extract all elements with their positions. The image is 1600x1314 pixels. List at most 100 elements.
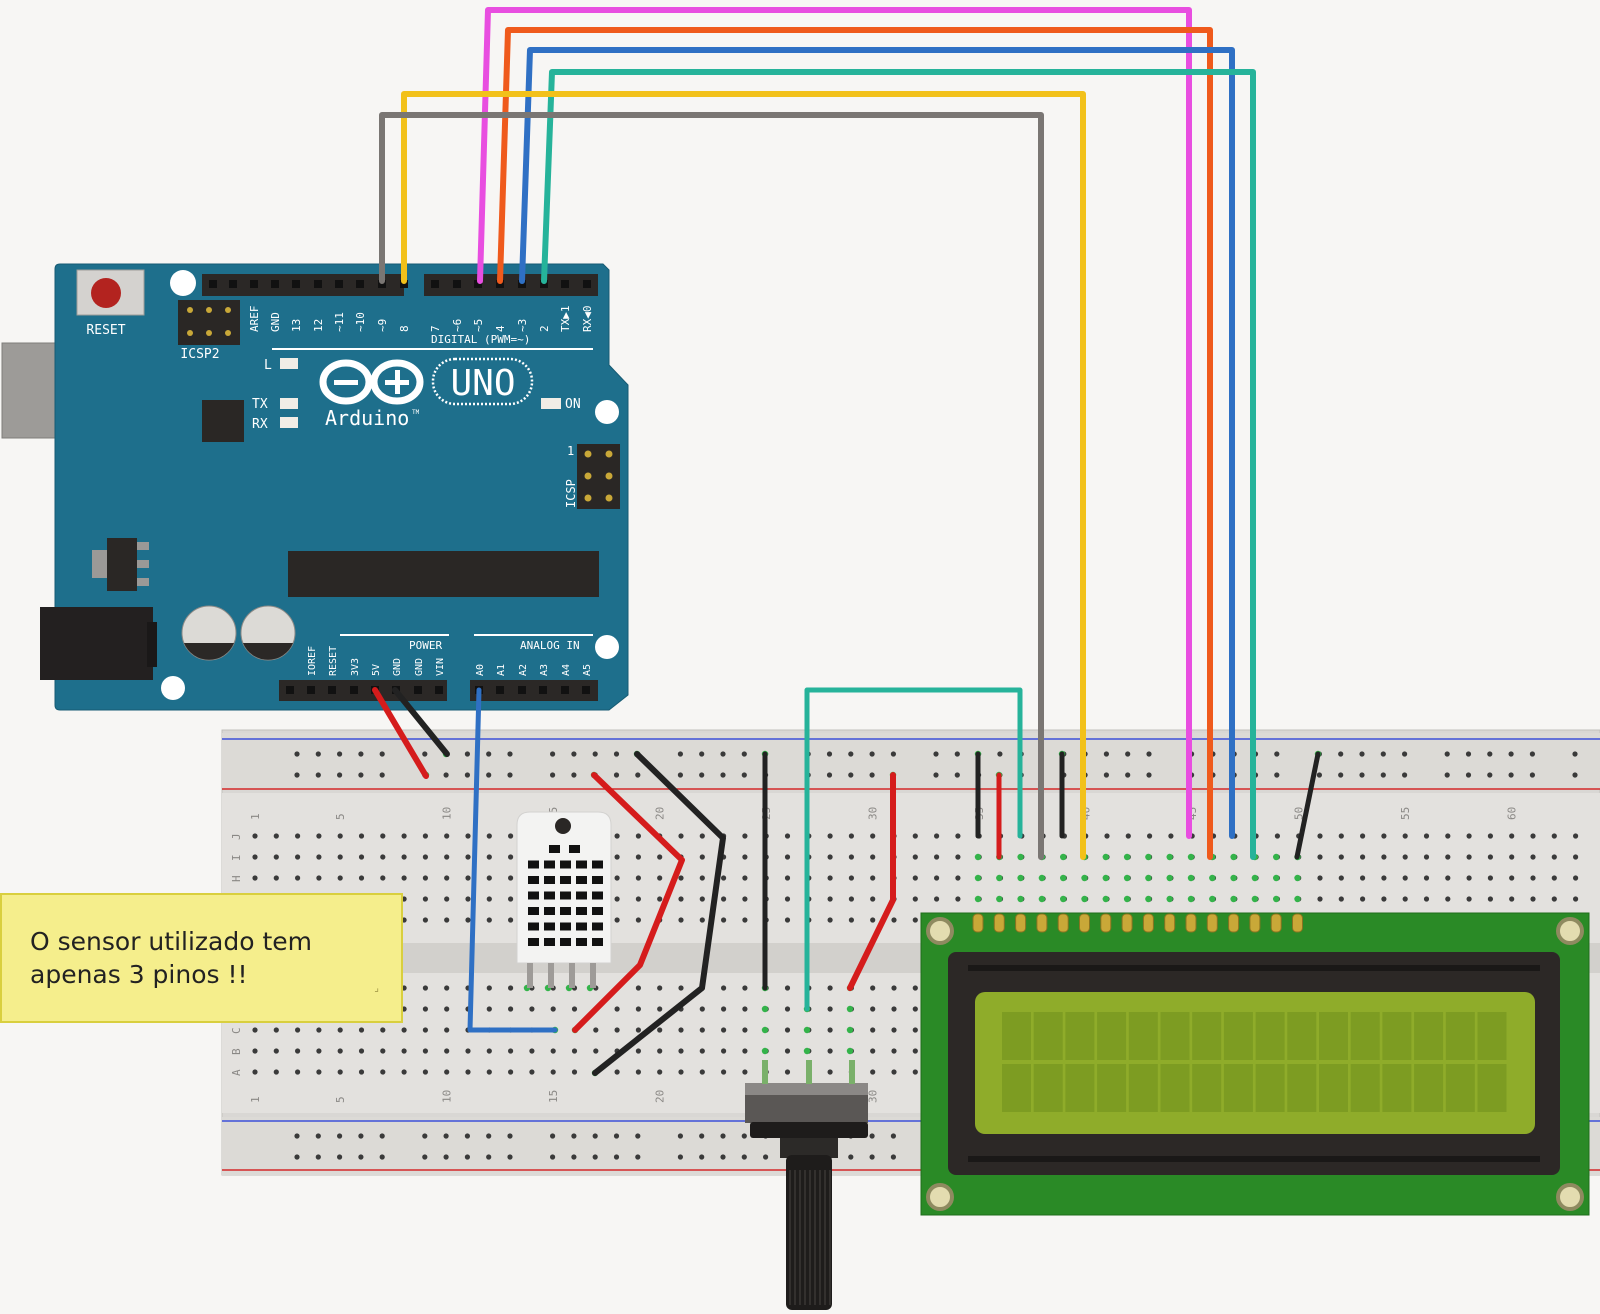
rail-hole [699,772,705,778]
connected-hole [996,895,1003,903]
rail-hole [486,751,492,757]
breadboard-hole [529,1048,535,1054]
lcd-char-cell [1445,1012,1475,1060]
analog-in-label: ANALOG IN [520,639,580,652]
breadboard-hole [1530,833,1536,839]
connected-hole [1230,895,1237,903]
lcd-char-cell [1414,1064,1444,1112]
breadboard-hole [699,917,705,923]
rail-hole [507,1154,513,1160]
rail-hole [1125,772,1131,778]
breadboard-hole [358,1069,365,1075]
breadboard-hole [337,875,343,881]
rail-hole [635,772,641,778]
breadboard-hole [742,1027,748,1033]
breadboard-hole [1381,896,1387,902]
column-number-top: 30 [867,807,880,820]
breadboard-hole [721,1006,727,1012]
breadboard-hole [380,833,386,839]
lcd-char-cell [1160,1012,1190,1060]
rail-hole [379,1154,385,1160]
wire-pot-red [847,772,896,991]
breadboard-hole [380,1069,386,1075]
rail-hole [315,751,321,757]
header-pin [328,686,336,694]
wire-pot-teal [804,687,1023,1012]
breadboard-hole [1381,875,1387,881]
breadboard-hole [444,917,450,923]
header-pin [453,280,461,288]
analog-pin-label: A3 [539,664,550,676]
grille-slot [592,922,603,931]
lcd-pin [993,913,1005,933]
breadboard-hole [401,1048,407,1054]
breadboard-hole [1509,833,1515,839]
column-number-top: 50 [1293,807,1306,820]
rail-hole [613,772,620,778]
rail-hole [1508,751,1514,757]
grille-slot [544,860,555,869]
breadboard-hole [955,875,961,881]
breadboard-hole [273,854,279,860]
rail-hole [337,1154,343,1160]
connected-hole [803,1047,811,1055]
rail-hole [294,1133,300,1139]
power-jack [40,607,153,680]
rail-hole [720,1133,726,1139]
breadboard-hole [1360,833,1366,839]
breadboard-hole [870,1006,876,1012]
rail-hole [1572,772,1578,778]
breadboard-hole [1466,833,1472,839]
breadboard-hole [891,1048,897,1054]
connected-hole [1102,853,1110,861]
breadboard-hole [1317,875,1323,881]
connected-hole [1102,895,1110,903]
grille-slot [544,876,555,884]
breadboard-hole [486,833,492,839]
rail-hole [592,1133,598,1139]
breadboard-hole [444,896,450,902]
connected-hole [974,853,982,861]
connected-hole [846,1026,854,1034]
rail-hole [869,1154,875,1160]
lcd-char-cell [1223,1012,1253,1060]
grille-slot [560,860,571,869]
connected-hole [1081,874,1088,882]
grille-slot [592,860,603,869]
digital-pin-label: GND [269,312,282,332]
lcd-char-cell [1128,1064,1158,1112]
lcd-pin [1121,913,1133,933]
breadboard-hole [635,875,642,881]
connected-hole [974,874,982,882]
breadboard-hole [358,1027,365,1033]
grille-slot [528,891,539,900]
led-l [280,358,298,369]
grille-slot [560,938,571,946]
breadboard-hole [1487,833,1493,839]
breadboard-hole [465,1069,471,1075]
breadboard-hole [934,896,940,902]
breadboard-hole [422,854,428,860]
breadboard-hole [827,1006,833,1012]
lcd-char-cell [1002,1012,1031,1060]
breadboard-hole [337,1069,343,1075]
breadboard-hole [571,1069,578,1075]
breadboard-hole [486,875,492,881]
rail-hole [1338,772,1344,778]
breadboard-hole [848,854,855,860]
breadboard-hole [635,917,642,923]
rail-hole [699,751,705,757]
rail-hole [358,1154,364,1160]
column-number-bottom: 15 [547,1090,560,1103]
breadboard-hole [699,854,705,860]
breadboard-hole [614,854,620,860]
grille-slot [592,876,603,884]
breadboard-hole [721,875,727,881]
breadboard-hole [848,833,855,839]
rail-hole [1402,751,1408,757]
rail-hole [443,772,449,778]
breadboard-hole [784,875,791,881]
connected-hole [761,1047,769,1055]
rail-hole [720,751,726,757]
breadboard-hole [571,1048,578,1054]
